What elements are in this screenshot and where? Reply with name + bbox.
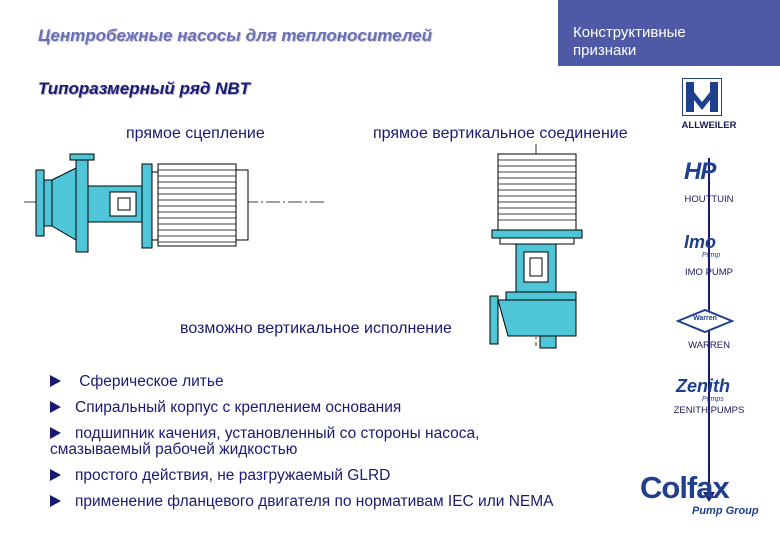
bullet-arrow-icon (50, 495, 61, 507)
label-vertical-connection: прямое вертикальное соединение (373, 125, 628, 142)
zenith-logo: Zenith (676, 376, 730, 396)
motor-fan-cover (235, 169, 249, 241)
series-subtitle: Типоразмерный ряд NBT (38, 79, 251, 98)
motor-body (157, 163, 237, 247)
section-box (558, 0, 780, 66)
vertical-motor-body (497, 153, 577, 231)
bullet-rolling-bearing: подшипник качения, установленный со стор… (50, 425, 480, 458)
vertical-motor-flange (491, 229, 583, 239)
allweiler-logo (682, 78, 722, 116)
brand-warren: WARREN (688, 340, 730, 351)
brand-houttuin: HOUTTUIN (684, 194, 734, 205)
volute-casing (51, 167, 77, 241)
warren-logo-text: Warren (693, 315, 717, 322)
vertical-pump-casing (497, 299, 577, 337)
brand-imo-pump: IMO PUMP (684, 267, 734, 278)
section-box-label: Конструктивные признаки (573, 24, 686, 59)
label-vertical-option: возможно вертикальное исполнение (180, 320, 452, 337)
bullet-arrow-icon (50, 469, 61, 481)
vertical-suction-flange (489, 295, 499, 345)
bullet-flange-motor: применение фланцевого двигателя по норма… (50, 494, 610, 510)
bullet-spherical-casting: Сферическое литье (50, 374, 224, 390)
imo-logo-sub: Pump (702, 252, 721, 259)
zenith-logo-sub: Pumps (702, 396, 724, 403)
bullet-arrow-icon (50, 401, 61, 413)
bullet-arrow-icon (50, 427, 61, 439)
vertical-pump-diagram (489, 144, 583, 349)
motor-flange (141, 163, 153, 249)
bullet-single-acting: простого действия, не разгружаемый GLRD (50, 468, 390, 484)
warren-logo-badge (676, 308, 734, 334)
brand-zenith-pumps: ZENITH PUMPS (673, 405, 745, 416)
colfax-logo: Colfax (640, 470, 730, 505)
page-title: Центробежные насосы для теплоносителей (38, 26, 433, 45)
brand-connector-arrow-icon (703, 492, 715, 502)
imo-logo: Imo (684, 232, 717, 252)
colfax-logo-sub: Pump Group (692, 505, 759, 517)
bullet-arrow-icon (50, 375, 61, 387)
brand-allweiler: ALLWEILER (681, 120, 737, 131)
horizontal-pump-diagram (24, 153, 324, 253)
houttuin-logo: HP (684, 158, 716, 185)
label-direct-coupling: прямое сцепление (126, 125, 265, 142)
bullet-volute-casing: Спиральный корпус с креплением основания (50, 400, 401, 416)
suction-flange (35, 169, 45, 237)
